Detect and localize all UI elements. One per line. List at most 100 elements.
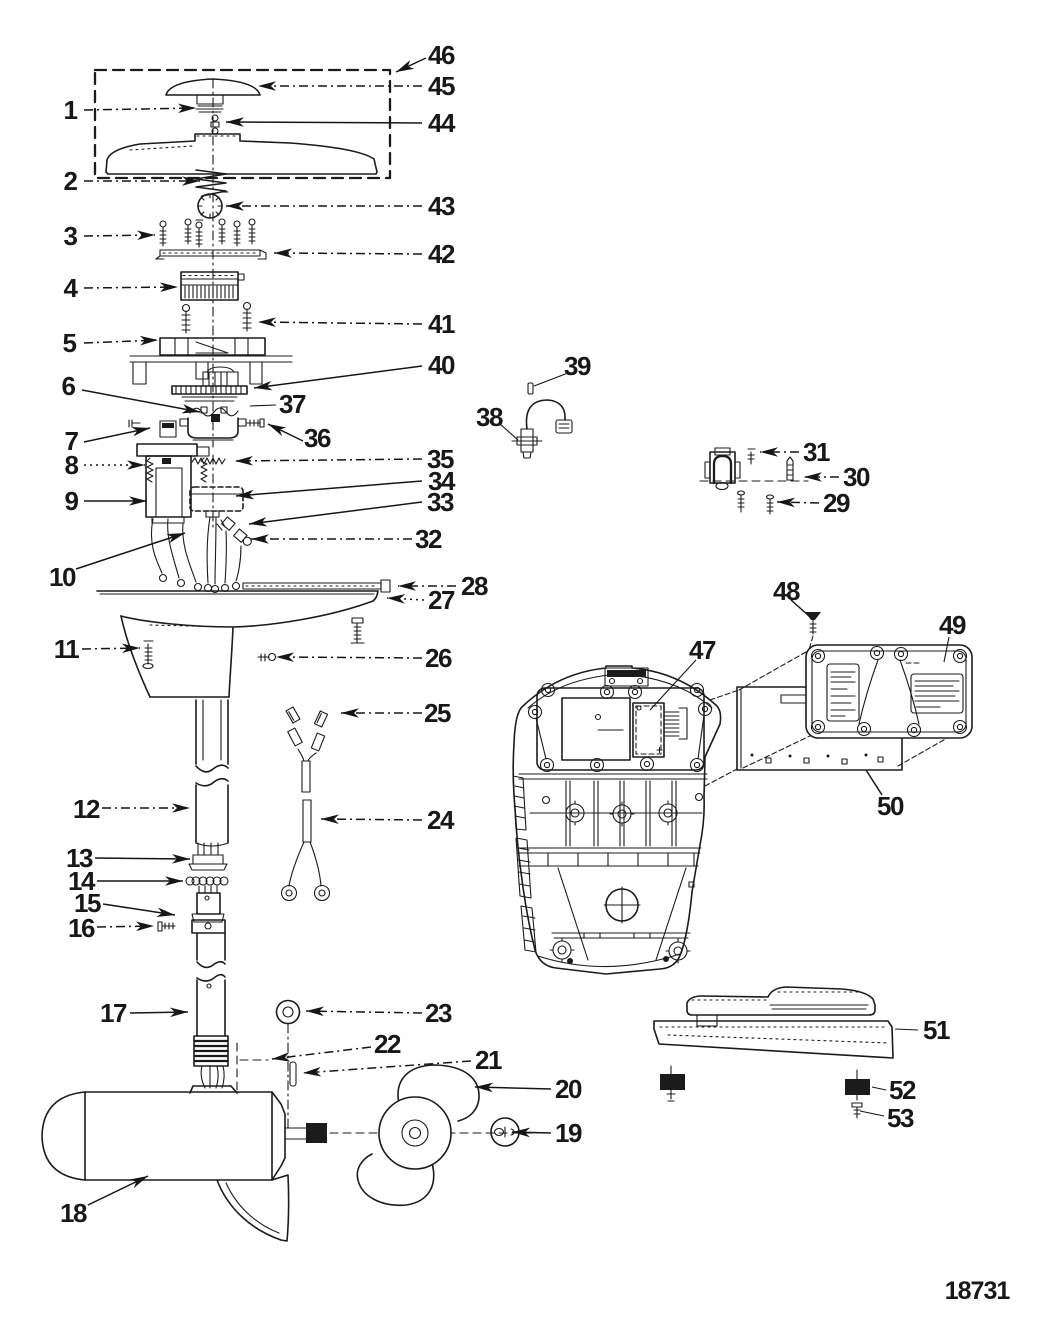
callout-47-label: 47 bbox=[689, 635, 716, 665]
callout-38-leader bbox=[499, 423, 519, 441]
callout-41-label: 41 bbox=[428, 309, 455, 339]
callout-40-leader bbox=[253, 365, 423, 391]
switch-7 bbox=[128, 419, 177, 438]
screws-3 bbox=[159, 218, 256, 248]
screw-36 bbox=[246, 418, 265, 428]
screw-11 bbox=[142, 640, 154, 670]
center-axis-lines bbox=[212, 78, 546, 1134]
callout-39-leader bbox=[533, 372, 569, 387]
callout-45-label: 45 bbox=[428, 71, 455, 101]
wire-harness-10-32-33 bbox=[150, 516, 252, 594]
callout-23-label: 23 bbox=[425, 998, 452, 1028]
callout-10-leader bbox=[75, 532, 186, 570]
callout-23-leader bbox=[305, 1006, 423, 1017]
callout-28-label: 28 bbox=[461, 571, 488, 601]
callout-27-label: 27 bbox=[428, 585, 455, 615]
spring-rod-35 bbox=[191, 457, 226, 465]
callout-46-label: 46 bbox=[428, 40, 455, 70]
screw-48 bbox=[805, 612, 821, 651]
callout-leaders bbox=[75, 57, 950, 1206]
callout-3-leader bbox=[83, 230, 156, 241]
callout-44-leader bbox=[225, 117, 423, 127]
callout-4-label: 4 bbox=[64, 273, 79, 303]
pedal-underside bbox=[512, 665, 722, 975]
callout-33-leader bbox=[248, 501, 423, 527]
callout-44-label: 44 bbox=[428, 108, 456, 138]
callout-4-leader bbox=[83, 282, 179, 292]
callout-29-label: 29 bbox=[823, 488, 850, 518]
end-bell-34 bbox=[189, 486, 244, 518]
callout-24-leader bbox=[320, 814, 423, 824]
callout-41-leader bbox=[257, 317, 423, 328]
screws-41 bbox=[181, 301, 252, 334]
callout-39-label: 39 bbox=[564, 351, 591, 381]
circuit-board-47 bbox=[632, 702, 688, 758]
callout-21-leader bbox=[302, 1060, 472, 1077]
callout-11-leader bbox=[81, 643, 141, 654]
brush-plate-42 bbox=[155, 249, 267, 260]
callout-35-label: 35 bbox=[427, 444, 454, 474]
callout-31-label: 31 bbox=[803, 437, 830, 467]
callout-48-leader bbox=[790, 599, 810, 617]
callout-40-label: 40 bbox=[428, 350, 455, 380]
callout-7-leader bbox=[83, 427, 151, 443]
callout-13-leader bbox=[94, 854, 191, 864]
spline-collar-13 bbox=[188, 842, 228, 871]
sensor-probe-38 bbox=[511, 399, 573, 459]
callout-35-leader bbox=[234, 456, 423, 466]
callout-53-label: 53 bbox=[887, 1103, 914, 1133]
callout-25-label: 25 bbox=[424, 698, 451, 728]
terminal-clips-25 bbox=[285, 706, 329, 728]
foot-pads-52 bbox=[660, 1065, 870, 1102]
callout-7-label: 7 bbox=[65, 426, 79, 456]
propeller-20 bbox=[356, 1064, 480, 1206]
motor-assembly-8-9 bbox=[136, 443, 210, 524]
callout-labels: 1 2 3 4 5 6 7 8 9 10 11 12 13 14 15 16 1… bbox=[49, 40, 967, 1228]
dome-housing-11 bbox=[96, 590, 379, 698]
callout-17-label: 17 bbox=[100, 998, 127, 1028]
callout-18-label: 18 bbox=[60, 1198, 87, 1228]
callout-20-label: 20 bbox=[555, 1074, 582, 1104]
retaining-ring-43 bbox=[195, 191, 229, 221]
pedal-to-plate-dashes bbox=[704, 690, 738, 787]
callout-29-leader bbox=[776, 497, 820, 508]
screw-53 bbox=[851, 1102, 863, 1119]
callout-42-leader bbox=[273, 248, 423, 258]
callout-19-label: 19 bbox=[555, 1118, 582, 1148]
callout-19-leader bbox=[511, 1127, 552, 1138]
callout-22-label: 22 bbox=[374, 1029, 401, 1059]
callout-33-label: 33 bbox=[427, 487, 454, 517]
callout-21-label: 21 bbox=[475, 1045, 502, 1075]
callout-49-leader bbox=[943, 636, 950, 663]
callout-12-label: 12 bbox=[73, 794, 100, 824]
callout-49-label: 49 bbox=[939, 610, 966, 640]
callout-52-label: 52 bbox=[889, 1075, 916, 1105]
callout-17-leader bbox=[129, 1007, 189, 1018]
callout-15-label: 15 bbox=[74, 888, 101, 918]
callout-24-label: 24 bbox=[427, 805, 455, 835]
callout-38-label: 38 bbox=[476, 402, 503, 432]
callout-14-label: 14 bbox=[68, 866, 96, 896]
callout-3-label: 3 bbox=[64, 221, 78, 251]
spring-2 bbox=[195, 169, 227, 197]
cover-dome bbox=[105, 133, 378, 175]
callout-1-label: 1 bbox=[64, 95, 78, 125]
callout-26-label: 26 bbox=[425, 643, 452, 673]
callout-13-label: 13 bbox=[66, 843, 93, 873]
wave-washer-pin-44 bbox=[210, 114, 220, 135]
callout-5-leader bbox=[83, 335, 159, 346]
callout-51-leader bbox=[894, 1028, 919, 1031]
callout-42-label: 42 bbox=[428, 239, 455, 269]
callout-8-label: 8 bbox=[65, 450, 79, 480]
callout-51-label: 51 bbox=[923, 1015, 950, 1045]
callout-2-label: 2 bbox=[64, 166, 78, 196]
callout-43-label: 43 bbox=[428, 191, 455, 221]
callout-36-leader bbox=[267, 423, 304, 442]
callout-34-leader bbox=[235, 480, 423, 500]
callout-37-leader bbox=[249, 404, 277, 407]
screw-16 bbox=[157, 921, 176, 932]
callout-53-leader bbox=[859, 1110, 885, 1117]
lower-column-17 bbox=[193, 932, 229, 1089]
